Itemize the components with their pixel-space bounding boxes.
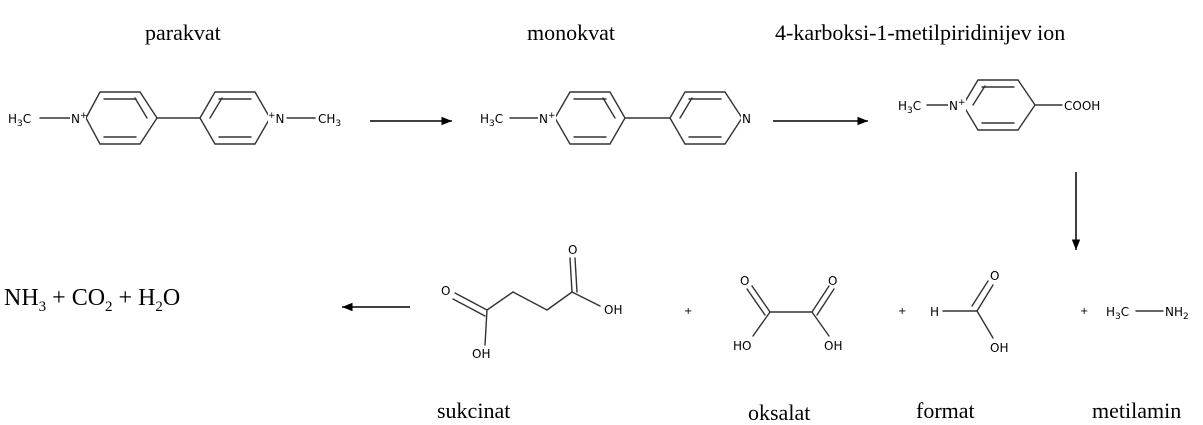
label-carboxy-ion: 4-karboksi-1-metilpiridinijev ion <box>775 20 1065 45</box>
formate-structure: H O OH <box>930 269 1008 355</box>
atom-h-formate: H <box>930 305 939 319</box>
label-oxalate: oksalat <box>748 400 810 425</box>
label-methylamine: metilamin <box>1092 398 1181 423</box>
atom-o-oxalate-right: O <box>828 274 837 288</box>
atom-h3c-monoquat: H3C <box>480 112 503 129</box>
oxalate-structure: O O HO OH <box>733 274 842 353</box>
atom-oh-succinate-right: OH <box>604 303 622 317</box>
atom-o-succinate-left: O <box>441 284 450 298</box>
atom-h3c-left: H3C <box>8 112 31 129</box>
atom-o-oxalate-left: O <box>740 274 749 288</box>
atom-ch3-right: CH3 <box>318 112 341 129</box>
atom-h3c-methylamine: H3C <box>1106 305 1129 322</box>
atom-oh-formate: OH <box>990 341 1008 355</box>
atom-nh2: NH2 <box>1165 305 1189 322</box>
atom-n-plus-monoquat: N+ <box>539 111 556 126</box>
atom-cooh: COOH <box>1064 99 1100 113</box>
atom-n-plus-left: N+ <box>71 111 88 126</box>
plus-formate-methylamine: + <box>1080 306 1088 317</box>
label-succinate: sukcinat <box>437 398 510 423</box>
label-paraquat: parakvat <box>145 20 221 45</box>
monoquat-structure: N+ N H3C <box>480 91 753 145</box>
succinate-structure: O OH O OH <box>441 243 622 361</box>
atom-oh-succinate-bottom: OH <box>472 347 490 361</box>
final-products: NH3 + CO2 + H2O <box>4 285 180 315</box>
carboxy-ion-structure: N+ H3C COOH <box>898 79 1100 131</box>
atom-n-monoquat: N <box>742 112 751 126</box>
atom-o-succinate-top: O <box>568 243 577 257</box>
atom-o-formate: O <box>990 269 999 283</box>
atom-h3c-carboxy: H3C <box>898 99 921 116</box>
atom-oh-oxalate: OH <box>824 339 842 353</box>
plus-oxalate-formate: + <box>898 306 906 317</box>
atom-n-plus-right: +N <box>268 111 285 126</box>
atom-n-plus-carboxy: N+ <box>949 98 966 113</box>
atom-ho-oxalate: HO <box>733 339 751 353</box>
paraquat-structure: N+ +N H3C CH3 <box>8 91 341 145</box>
plus-succinate-oxalate: + <box>684 306 692 317</box>
label-monoquat: monokvat <box>527 20 615 45</box>
methylamine-structure: H3C NH2 <box>1106 305 1189 322</box>
label-formate: format <box>916 398 975 423</box>
